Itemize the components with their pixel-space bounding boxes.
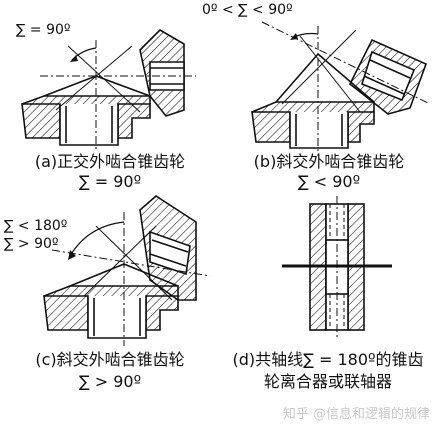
watermark: 知乎 @信息和逻辑的规律 bbox=[282, 407, 430, 422]
panel-d-caption-line2: 轮离合器或联轴器 bbox=[263, 372, 392, 391]
panel-a-gear-cone bbox=[21, 95, 151, 105]
panel-c-axis-tilted bbox=[51, 249, 211, 277]
panel-b-axis-tilted bbox=[261, 21, 431, 105]
panel-b-caption-line2: ∑ < 90º bbox=[297, 172, 361, 191]
panel-c-gear-cone bbox=[43, 285, 179, 297]
panel-d-caption-line1: (d)共轴线∑ = 180º的锥齿 bbox=[232, 350, 424, 369]
panel-c-caption-line2: ∑ > 90º bbox=[78, 372, 142, 391]
panel-a-angle-label: ∑ = 90º bbox=[16, 22, 71, 38]
panel-b-gear-hub bbox=[289, 112, 349, 149]
panel-c-angle-arc bbox=[69, 221, 125, 257]
panel-c-gear-hub bbox=[87, 296, 147, 339]
panel-a-gear-hub bbox=[59, 104, 119, 146]
panel-d-diagram bbox=[282, 196, 392, 338]
panel-b-caption-line1: (b)斜交外啮合锥齿轮 bbox=[253, 152, 405, 171]
panel-a-caption-line2: ∑ = 90º bbox=[78, 172, 142, 191]
panel-c-caption-line1: (c)斜交外啮合锥齿轮 bbox=[35, 350, 185, 369]
panel-b-gear-cone bbox=[251, 101, 375, 113]
panel-a-diagram bbox=[21, 28, 196, 150]
panel-c-diagram bbox=[43, 194, 211, 346]
panel-a-caption-line1: (a)正交外啮合锥齿轮 bbox=[34, 152, 186, 171]
panel-c-angle-label-2: ∑ > 90º bbox=[4, 236, 59, 252]
panel-b-diagram bbox=[251, 21, 431, 156]
panel-c-angle-label-1: ∑ < 180º bbox=[4, 218, 68, 234]
panel-b-angle-label: 0º < ∑ < 90º bbox=[202, 2, 293, 18]
